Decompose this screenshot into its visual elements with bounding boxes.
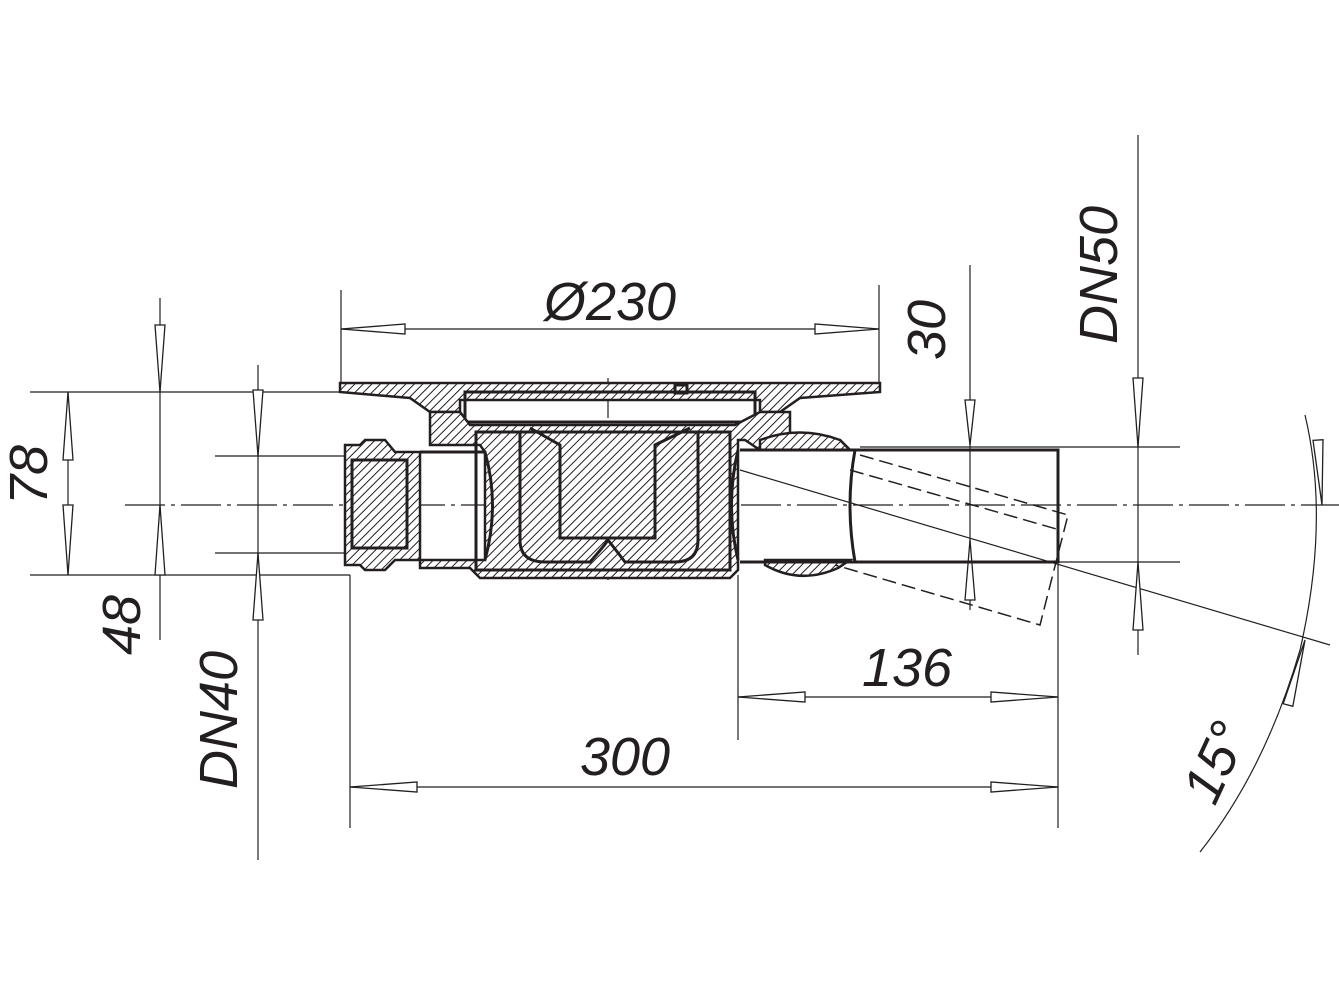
arrowhead: [62, 391, 74, 461]
arrowhead: [1132, 561, 1144, 631]
arrowhead: [62, 504, 74, 576]
diameter-label: Ø230: [542, 272, 676, 332]
outlet-dn-label: DN50: [1069, 206, 1129, 344]
inlet-dn-label: DN40: [189, 651, 249, 789]
total-height-label: 78: [0, 445, 59, 505]
arrowhead: [1282, 639, 1306, 708]
dimension-arrows: [62, 323, 1324, 793]
arrowhead: [964, 399, 976, 446]
arrowhead: [154, 504, 166, 576]
angle-label: 15°: [1171, 713, 1260, 812]
arrowhead: [154, 324, 166, 393]
arrowhead: [814, 323, 880, 335]
arrowhead: [990, 781, 1059, 793]
arrowhead: [737, 691, 806, 703]
arrowhead: [1312, 439, 1324, 506]
arrowhead: [990, 691, 1059, 703]
outlet-length-label: 136: [862, 638, 953, 698]
arrowhead: [252, 552, 264, 621]
arrowhead: [1132, 377, 1144, 448]
arrowhead: [252, 389, 264, 457]
drain-body: [338, 381, 1069, 626]
height-30-label: 30: [897, 300, 957, 360]
arrowhead: [964, 539, 976, 601]
arrowhead: [349, 781, 418, 793]
arrowhead: [340, 323, 406, 335]
inlet-height-label: 48: [92, 595, 152, 655]
overall-length-label: 300: [580, 727, 670, 787]
